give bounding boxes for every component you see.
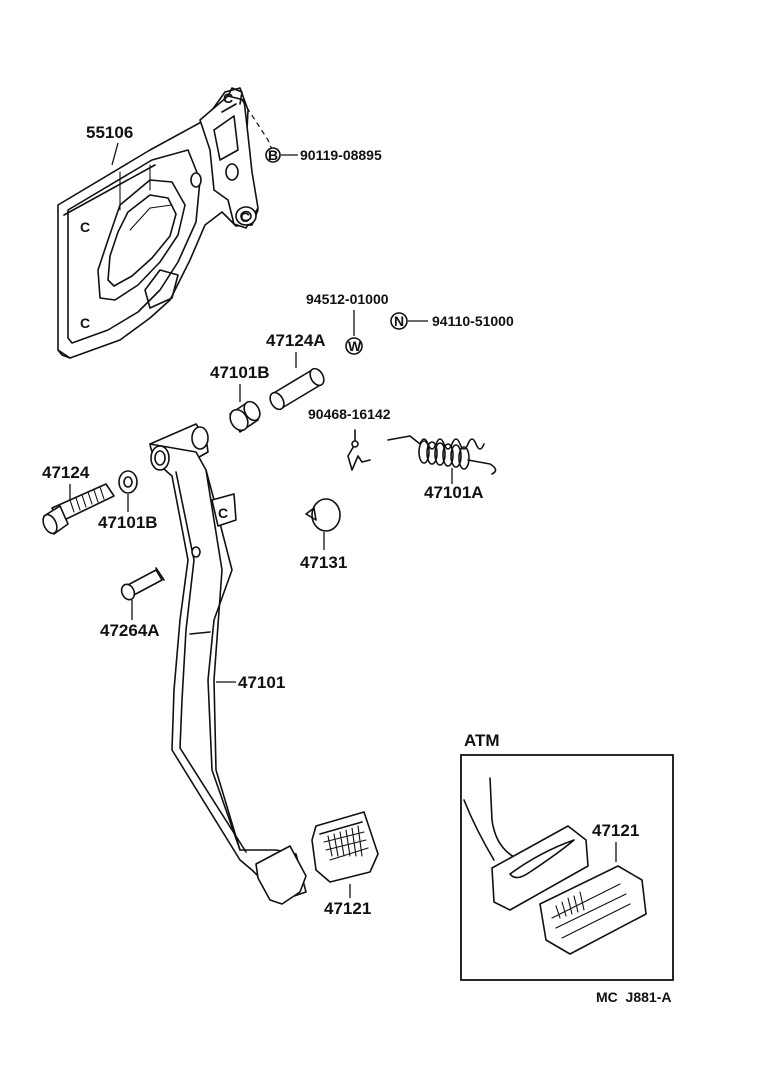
bracket-bolt-part-number: 90119-08895: [300, 147, 382, 163]
leader-line: [111, 142, 119, 166]
pivot-bolt-part: [42, 483, 115, 535]
pedal-lever-part-number: 47101: [238, 673, 285, 692]
c-marker: C: [218, 505, 228, 521]
return-spring-part-number: 47101A: [424, 483, 484, 502]
lower-bushing-part: [118, 470, 138, 494]
upper-bushing-part-number: 47101B: [210, 363, 270, 382]
c-marker: C: [80, 219, 90, 235]
collar-part-number: 47124A: [266, 331, 326, 350]
stopper-part: [305, 498, 341, 532]
leader-dashed: [241, 99, 273, 151]
nut-marker: N: [394, 313, 404, 329]
washer-part-number: 94512-01000: [306, 291, 389, 307]
pin-part: [120, 567, 165, 601]
pivot-bolt-part-number: 47124: [42, 463, 90, 482]
diagram-reference-code: MC J881-A: [596, 989, 671, 1005]
bolt-marker-circle: [265, 147, 281, 163]
bolt-marker: B: [268, 147, 278, 163]
return-spring-part: [387, 435, 497, 475]
washer-marker-circle: [345, 337, 363, 355]
bracket-part-number: 55106: [86, 123, 133, 142]
clip-part: [347, 429, 371, 471]
pedal-pad-part: [311, 811, 379, 883]
inset-title: ATM: [464, 731, 500, 750]
c-marker: C: [223, 90, 233, 106]
nut-marker-circle: [390, 312, 408, 330]
pedal-lever-part: C: [149, 423, 307, 905]
nut-part-number: 94110-51000: [432, 313, 514, 329]
pedal-pad-part-number: 47121: [324, 899, 371, 918]
inset-pad-part-number: 47121: [592, 821, 639, 840]
c-marker: C: [240, 209, 250, 225]
bracket-assembly: C C C C: [57, 87, 259, 359]
upper-bushing-part: [229, 400, 261, 433]
stopper-part-number: 47131: [300, 553, 347, 572]
pin-part-number: 47264A: [100, 621, 160, 640]
washer-marker: W: [348, 338, 362, 354]
clip-part-number: 90468-16142: [308, 406, 391, 422]
inset-pedal-illustration: [463, 777, 647, 955]
lower-bushing-part-number: 47101B: [98, 513, 158, 532]
collar-part: [269, 367, 325, 411]
c-marker: C: [80, 315, 90, 331]
